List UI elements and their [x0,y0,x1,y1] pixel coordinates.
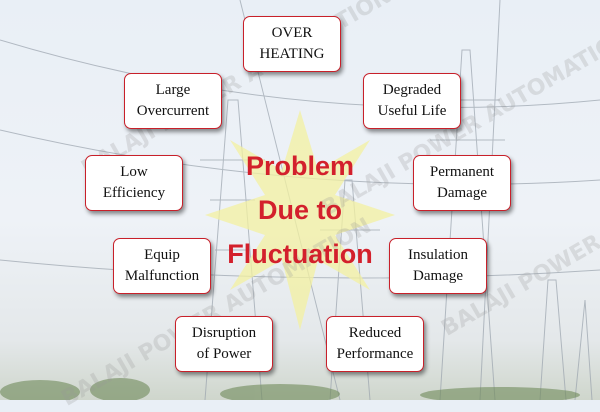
problem-box-low-efficiency: Low Efficiency [85,155,183,211]
problem-label: Large [155,82,191,98]
problem-label: Efficiency [102,185,166,201]
problem-label: Permanent [429,164,495,180]
problem-label: OVER [271,25,313,41]
center-title-line: Due to [258,195,342,225]
problem-box-over-heating: OVER HEATING [243,16,341,72]
problem-label: Low [120,164,148,180]
problem-label: Disruption [191,325,257,341]
problem-label: Insulation [408,247,468,263]
problem-box-degraded-useful-life: Degraded Useful Life [363,73,461,129]
problem-label: Damage [437,185,487,201]
problem-box-large-overcurrent: Large Overcurrent [124,73,222,129]
problem-label: Performance [336,346,414,362]
problem-box-insulation-damage: Insulation Damage [389,238,487,294]
problem-label: Reduced [348,325,402,341]
problem-label: HEATING [259,46,325,62]
problem-label: Degraded [382,82,442,98]
problem-label: of Power [196,346,252,362]
center-title: Problem Due to Fluctuation [200,144,400,276]
problem-box-equip-malfunction: Equip Malfunction [113,238,211,294]
problem-label: Malfunction [124,268,200,284]
problem-box-permanent-damage: Permanent Damage [413,155,511,211]
center-title-line: Fluctuation [227,239,373,269]
problem-label: Overcurrent [136,103,210,119]
problem-box-reduced-performance: Reduced Performance [326,316,424,372]
problem-label: Equip [144,247,180,263]
center-title-line: Problem [245,151,355,181]
tree-line [0,378,580,400]
starburst-shape [205,110,395,330]
problem-label: Damage [413,268,463,284]
problem-box-disruption-of-power: Disruption of Power [175,316,273,372]
transmission-tower-background [0,0,600,400]
problem-label: Useful Life [377,103,447,119]
